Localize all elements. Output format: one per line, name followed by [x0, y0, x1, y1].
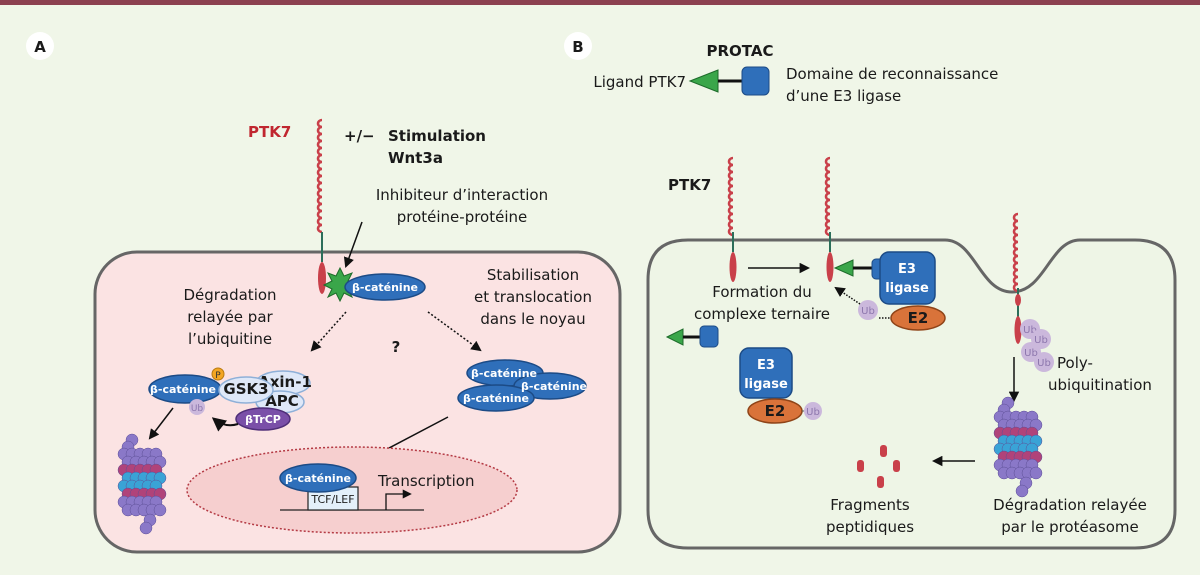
svg-text:β-caténine: β-caténine — [285, 472, 351, 485]
ptk7-label-a: PTK7 — [248, 123, 291, 141]
svg-text:l’ubiquitine: l’ubiquitine — [188, 330, 272, 348]
svg-text:βTrCP: βTrCP — [245, 413, 281, 426]
svg-text:Ub: Ub — [1024, 348, 1038, 359]
svg-text:Ub: Ub — [1037, 358, 1051, 369]
svg-text:dans le noyau: dans le noyau — [480, 310, 585, 328]
svg-text:β-caténine: β-caténine — [150, 383, 216, 396]
svg-text:ligase: ligase — [885, 281, 929, 296]
panel-a-badge: A — [34, 38, 46, 56]
top-bar — [0, 0, 1200, 5]
polyubiquitination-label: Poly- ubiquitination — [1048, 354, 1152, 394]
free-protac — [665, 325, 719, 348]
svg-text:Ub: Ub — [1034, 335, 1048, 346]
protac-title: PROTAC — [707, 42, 774, 60]
svg-text:β-caténine: β-caténine — [463, 392, 529, 405]
proteasome-a — [117, 433, 167, 535]
svg-text:APC: APC — [265, 392, 299, 410]
domain-line1: Domaine de reconnaissance — [786, 65, 998, 83]
ligand-label: Ligand PTK7 — [593, 73, 686, 91]
svg-text:Poly-: Poly- — [1057, 354, 1093, 372]
svg-text:E3: E3 — [757, 358, 775, 373]
cell-b — [646, 238, 1177, 550]
svg-text:E3: E3 — [898, 262, 916, 277]
svg-text:TCF/LEF: TCF/LEF — [310, 493, 354, 506]
proteasome-degradation-label: Dégradation relayée par le protéasome — [993, 496, 1147, 536]
stabilized-bcat: β-caténine β-caténine β-caténine — [457, 359, 587, 412]
stim-line1: Stimulation — [388, 127, 486, 145]
svg-text:par le protéasome: par le protéasome — [1001, 518, 1138, 536]
formation-label: Formation du complexe ternaire — [694, 283, 830, 323]
ptk7-receptor-1 — [727, 156, 734, 237]
svg-text:E2: E2 — [765, 402, 786, 420]
svg-text:P: P — [215, 371, 221, 381]
destruction-complex: Axin-1 APC βTrCP β-caténine GSK3 P Ub — [148, 367, 312, 432]
transcription-label: Transcription — [377, 472, 474, 490]
ptk7-receptor-2 — [824, 156, 831, 237]
svg-text:Fragments: Fragments — [830, 496, 910, 514]
proteasome-subunit — [139, 521, 153, 535]
svg-text:E2: E2 — [908, 309, 929, 327]
svg-text:β-caténine: β-caténine — [471, 367, 537, 380]
svg-text:relayée par: relayée par — [187, 308, 273, 326]
svg-text:Ub: Ub — [861, 306, 875, 317]
svg-text:Dégradation relayée: Dégradation relayée — [993, 496, 1147, 514]
stim-line2: Wnt3a — [388, 149, 443, 167]
proteasome-subunit — [1015, 484, 1029, 498]
svg-text:Ub: Ub — [1023, 325, 1037, 336]
proteasome-subunit — [1029, 466, 1043, 480]
ternary-complex: E3 ligase E2 Ub — [833, 251, 946, 331]
inhibitor-line1: Inhibiteur d’interaction — [376, 186, 548, 204]
svg-text:β-caténine: β-caténine — [521, 380, 587, 393]
inhibitor-line2: protéine-protéine — [397, 208, 528, 226]
panel-a: A PTK7 +/− Stimulation Wnt3a Inhibiteur … — [26, 32, 622, 554]
svg-text:Ub: Ub — [806, 407, 820, 418]
stim-sign: +/− — [344, 127, 375, 145]
svg-text:ubiquitination: ubiquitination — [1048, 376, 1152, 394]
svg-text:Formation du: Formation du — [712, 283, 812, 301]
svg-text:Dégradation: Dégradation — [183, 286, 276, 304]
ptk7-label-b: PTK7 — [668, 176, 711, 194]
question-mark: ? — [392, 338, 401, 356]
svg-text:complexe ternaire: complexe ternaire — [694, 305, 830, 323]
svg-text:GSK3: GSK3 — [223, 380, 268, 398]
ptk7-receptor-3 — [1012, 212, 1019, 293]
ptk7-receptor — [316, 118, 323, 234]
peptide-fragments — [857, 445, 900, 488]
domain-line2: d’une E3 ligase — [786, 87, 901, 105]
svg-text:peptidiques: peptidiques — [826, 518, 914, 536]
e3-recognition-domain — [741, 66, 770, 96]
svg-text:Stabilisation: Stabilisation — [487, 266, 579, 284]
svg-text:ligase: ligase — [744, 377, 788, 392]
degradation-label: Dégradation relayée par l’ubiquitine — [183, 286, 276, 348]
proteasome-subunit — [153, 503, 167, 517]
svg-text:et translocation: et translocation — [474, 288, 592, 306]
polyubiquitin-chain: Ub Ub Ub Ub — [1020, 319, 1054, 372]
svg-text:Ub: Ub — [191, 404, 204, 414]
panel-b: B PROTAC Ligand PTK7 Domaine de reconnai… — [564, 32, 1177, 550]
panel-b-badge: B — [572, 38, 583, 56]
free-e3-ligase: E3 ligase E2 Ub — [739, 347, 822, 424]
fragments-label: Fragments peptidiques — [826, 496, 914, 536]
proteasome-b — [993, 396, 1043, 498]
bcat-membrane: β-caténine — [352, 281, 418, 294]
stabilisation-label: Stabilisation et translocation dans le n… — [474, 266, 592, 328]
